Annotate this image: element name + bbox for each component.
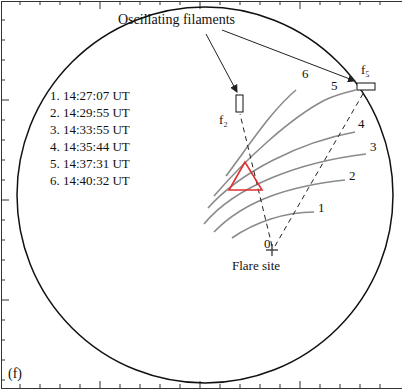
frame-tick	[1, 200, 9, 201]
solar-limb	[17, 7, 393, 383]
callout-number: 1	[318, 200, 325, 215]
frame-tick	[300, 381, 301, 389]
callout-number: 3	[370, 139, 377, 154]
callout-number: 5	[331, 78, 338, 93]
f5-box	[357, 83, 375, 90]
time-entry: 4. 14:35:44 UT	[50, 139, 130, 154]
filament-label: f₂	[219, 112, 228, 127]
leader-arrows	[206, 30, 355, 92]
frame-tick	[300, 1, 301, 9]
filament-fronts	[204, 90, 366, 238]
time-entry: 5. 14:37:31 UT	[50, 156, 130, 171]
red-triangle	[229, 162, 262, 190]
title-callout: Oscillating filaments	[118, 12, 235, 27]
callout-number: 2	[349, 168, 356, 183]
frame-tick	[100, 1, 101, 9]
callout-number: 0	[264, 236, 271, 251]
frame-tick	[100, 381, 101, 389]
callout-number: 4	[358, 116, 365, 131]
frame-tick	[1, 100, 9, 101]
frame-tick	[1, 300, 9, 301]
time-entry: 3. 14:33:55 UT	[50, 122, 130, 137]
time-entry: 1. 14:27:07 UT	[50, 88, 130, 103]
filament-label: f₅	[361, 62, 370, 77]
dashed-paths	[240, 92, 364, 246]
callout-number: 6	[302, 66, 309, 81]
f2-box	[236, 95, 243, 112]
time-entry: 6. 14:40:32 UT	[50, 173, 130, 188]
site-label: Flare site	[232, 258, 280, 273]
time-entry: 2. 14:29:55 UT	[50, 105, 130, 120]
panel-label: (f)	[8, 366, 22, 381]
